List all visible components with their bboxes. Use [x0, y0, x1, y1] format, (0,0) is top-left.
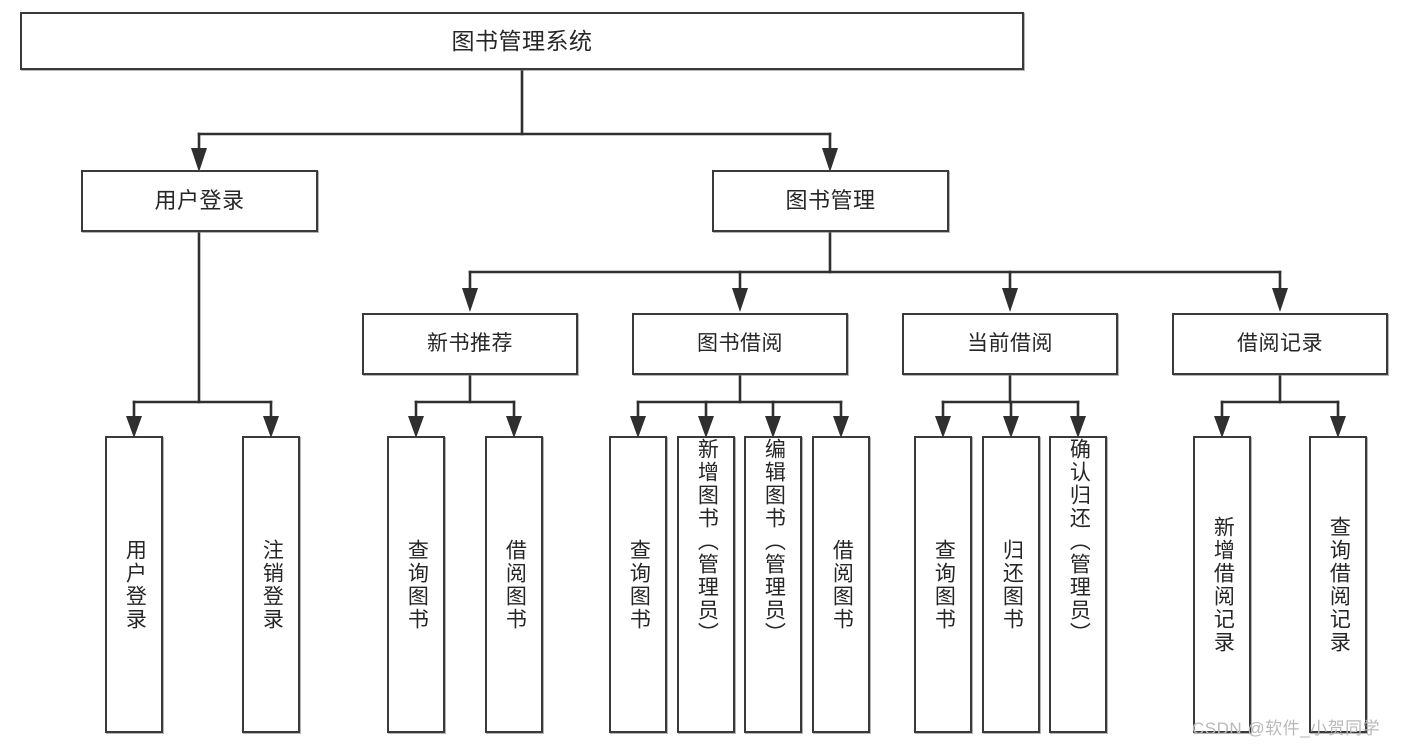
node-label: 查询图书: [932, 538, 956, 631]
node-leaf-query-book-current[interactable]: 查询图书: [914, 436, 972, 733]
node-label: 新增图书（管理员）: [695, 438, 719, 645]
node-leaf-borrow-book-recommend[interactable]: 借阅图书: [485, 436, 543, 733]
node-leaf-user-login[interactable]: 用户登录: [105, 436, 163, 733]
node-label: 归还图书: [1000, 538, 1024, 631]
node-label: 用户登录: [154, 187, 245, 213]
node-label: 新增借阅记录: [1211, 515, 1235, 654]
node-label: 图书管理: [785, 187, 876, 213]
node-leaf-query-book-recommend[interactable]: 查询图书: [387, 436, 445, 733]
node-borrow-record[interactable]: 借阅记录: [1172, 313, 1388, 375]
node-leaf-add-book-admin[interactable]: 新增图书（管理员）: [677, 436, 735, 733]
node-label: 借阅记录: [1237, 332, 1323, 356]
node-leaf-user-logout[interactable]: 注销登录: [242, 436, 300, 733]
node-label: 当前借阅: [967, 332, 1053, 356]
node-root-book-management-system[interactable]: 图书管理系统: [20, 12, 1024, 70]
node-label: 注销登录: [260, 538, 284, 631]
node-label: 借阅图书: [503, 538, 527, 631]
node-current-borrow[interactable]: 当前借阅: [902, 313, 1118, 375]
node-new-book-recommend[interactable]: 新书推荐: [362, 313, 578, 375]
node-label: 查询借阅记录: [1327, 515, 1351, 654]
node-user-login[interactable]: 用户登录: [81, 170, 318, 232]
node-label: 查询图书: [405, 538, 429, 631]
node-label: 新书推荐: [427, 332, 513, 356]
node-leaf-edit-book-admin[interactable]: 编辑图书（管理员）: [744, 436, 802, 733]
csdn-watermark: CSDN @软件_小贺同学: [1192, 719, 1381, 738]
node-leaf-query-book-borrow[interactable]: 查询图书: [609, 436, 667, 733]
node-book-manage[interactable]: 图书管理: [712, 170, 949, 232]
node-book-borrow[interactable]: 图书借阅: [632, 313, 848, 375]
node-leaf-return-book[interactable]: 归还图书: [982, 436, 1040, 733]
node-label: 图书借阅: [697, 332, 783, 356]
node-label: 借阅图书: [830, 538, 854, 631]
node-label: 编辑图书（管理员）: [762, 438, 786, 645]
node-label: 图书管理系统: [451, 27, 593, 54]
node-leaf-confirm-return-admin[interactable]: 确认归还（管理员）: [1049, 436, 1107, 733]
node-label: 用户登录: [123, 538, 147, 631]
node-leaf-query-borrow-record[interactable]: 查询借阅记录: [1309, 436, 1367, 733]
node-leaf-borrow-book[interactable]: 借阅图书: [812, 436, 870, 733]
node-leaf-add-borrow-record[interactable]: 新增借阅记录: [1193, 436, 1251, 733]
node-label: 查询图书: [627, 538, 651, 631]
node-label: 确认归还（管理员）: [1067, 438, 1091, 645]
